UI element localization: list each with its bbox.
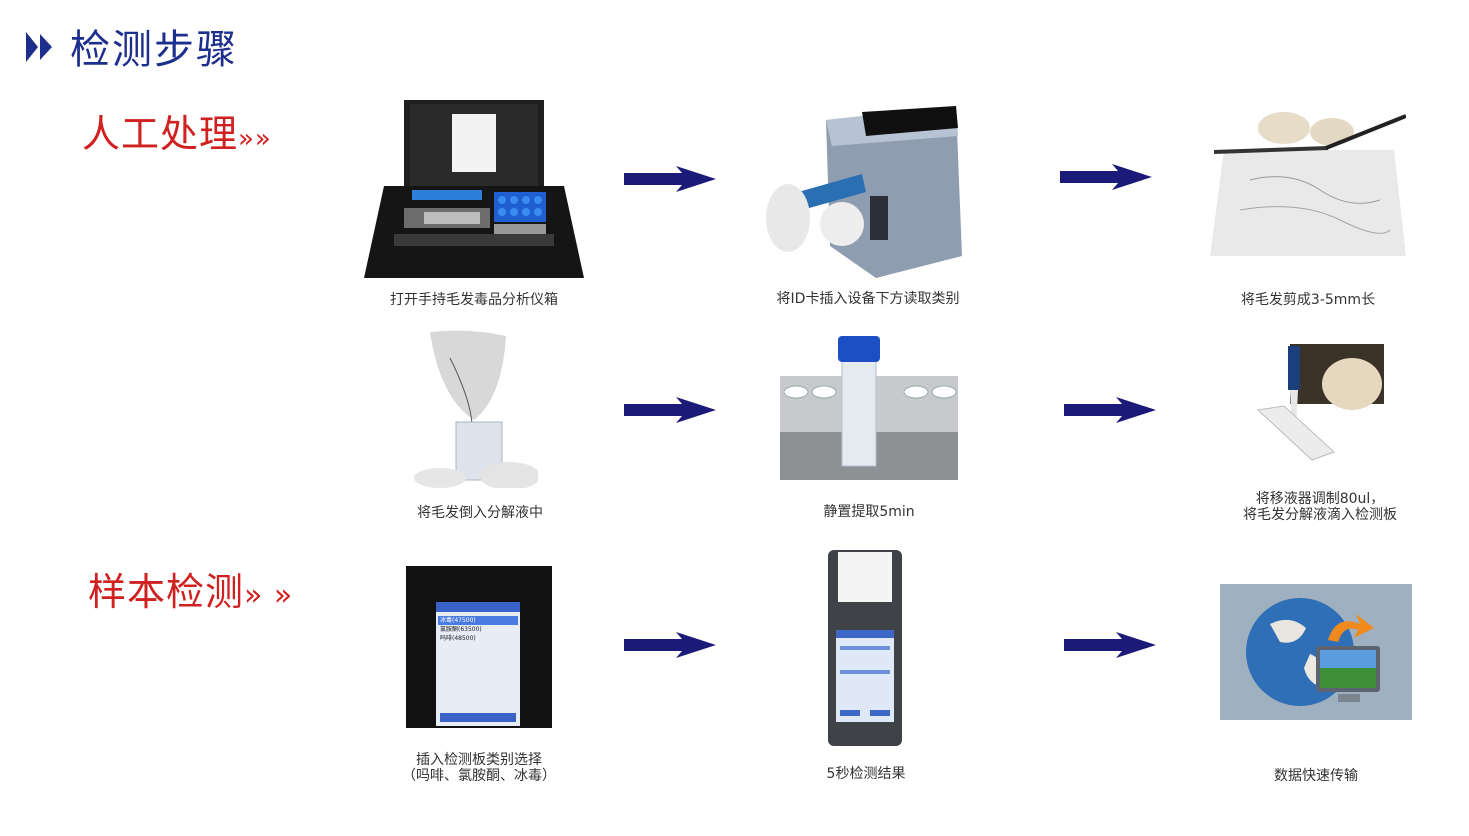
printer-device-photo <box>828 550 902 746</box>
pour-hair-tube-photo <box>414 330 538 488</box>
step-caption: 数据快速传输 <box>1274 768 1358 784</box>
section-marker: » » <box>244 578 294 613</box>
section-label: 样本检测 <box>88 570 245 614</box>
step-caption: 静置提取5min <box>823 504 915 520</box>
handheld-screen-photo: 冰毒(47500) 氯胺酮(63500) 吗啡(48500) <box>406 566 552 728</box>
step-caption: 5秒检测结果 <box>826 766 906 782</box>
page-title: 检测步骤 <box>70 27 238 73</box>
double-chevron-icon <box>26 32 52 62</box>
caption-line: 将移液器调制80ul， <box>1255 491 1385 507</box>
right-arrow-icon <box>624 166 716 192</box>
test-tube-rack-photo <box>780 336 958 480</box>
caption-line: 将毛发分解液滴入检测板 <box>1243 507 1397 523</box>
right-arrow-icon <box>624 632 716 658</box>
right-arrow-icon <box>1060 164 1152 190</box>
device-screen: 冰毒(47500) 氯胺酮(63500) 吗啡(48500) <box>436 602 520 726</box>
step-caption-multiline: 将移液器调制80ul， 将毛发分解液滴入检测板 <box>1214 491 1426 523</box>
step-caption: 将毛发剪成3-5mm长 <box>1240 292 1376 308</box>
screen-list-item: 冰毒(47500) <box>438 616 518 625</box>
carrying-case-photo <box>364 100 584 278</box>
right-arrow-icon <box>1064 632 1156 658</box>
screen-list-item: 吗啡(48500) <box>440 635 476 642</box>
pipette-test-plate-photo <box>1256 344 1384 461</box>
step-caption: 打开手持毛发毒品分析仪箱 <box>390 292 558 308</box>
section-manual-processing: 人工处理»» <box>82 112 272 161</box>
step-caption-multiline: 插入检测板类别选择 （吗啡、氯胺酮、冰毒） <box>374 752 584 784</box>
step-caption: 将毛发倒入分解液中 <box>417 505 543 521</box>
section-sample-detection: 样本检测» » <box>88 570 293 618</box>
caption-line: 插入检测板类别选择 <box>416 752 542 768</box>
right-arrow-icon <box>624 397 716 423</box>
globe-monitor-photo <box>1220 584 1412 720</box>
step-caption: 将ID卡插入设备下方读取类别 <box>776 291 960 307</box>
section-marker: »» <box>238 124 272 154</box>
id-card-device-photo <box>766 106 962 278</box>
right-arrow-icon <box>1064 397 1156 423</box>
screen-list-item: 氯胺酮(63500) <box>440 626 482 633</box>
scissors-cutting-hair-photo <box>1210 112 1406 256</box>
caption-line: （吗啡、氯胺酮、冰毒） <box>402 768 556 784</box>
section-label: 人工处理 <box>82 112 239 156</box>
